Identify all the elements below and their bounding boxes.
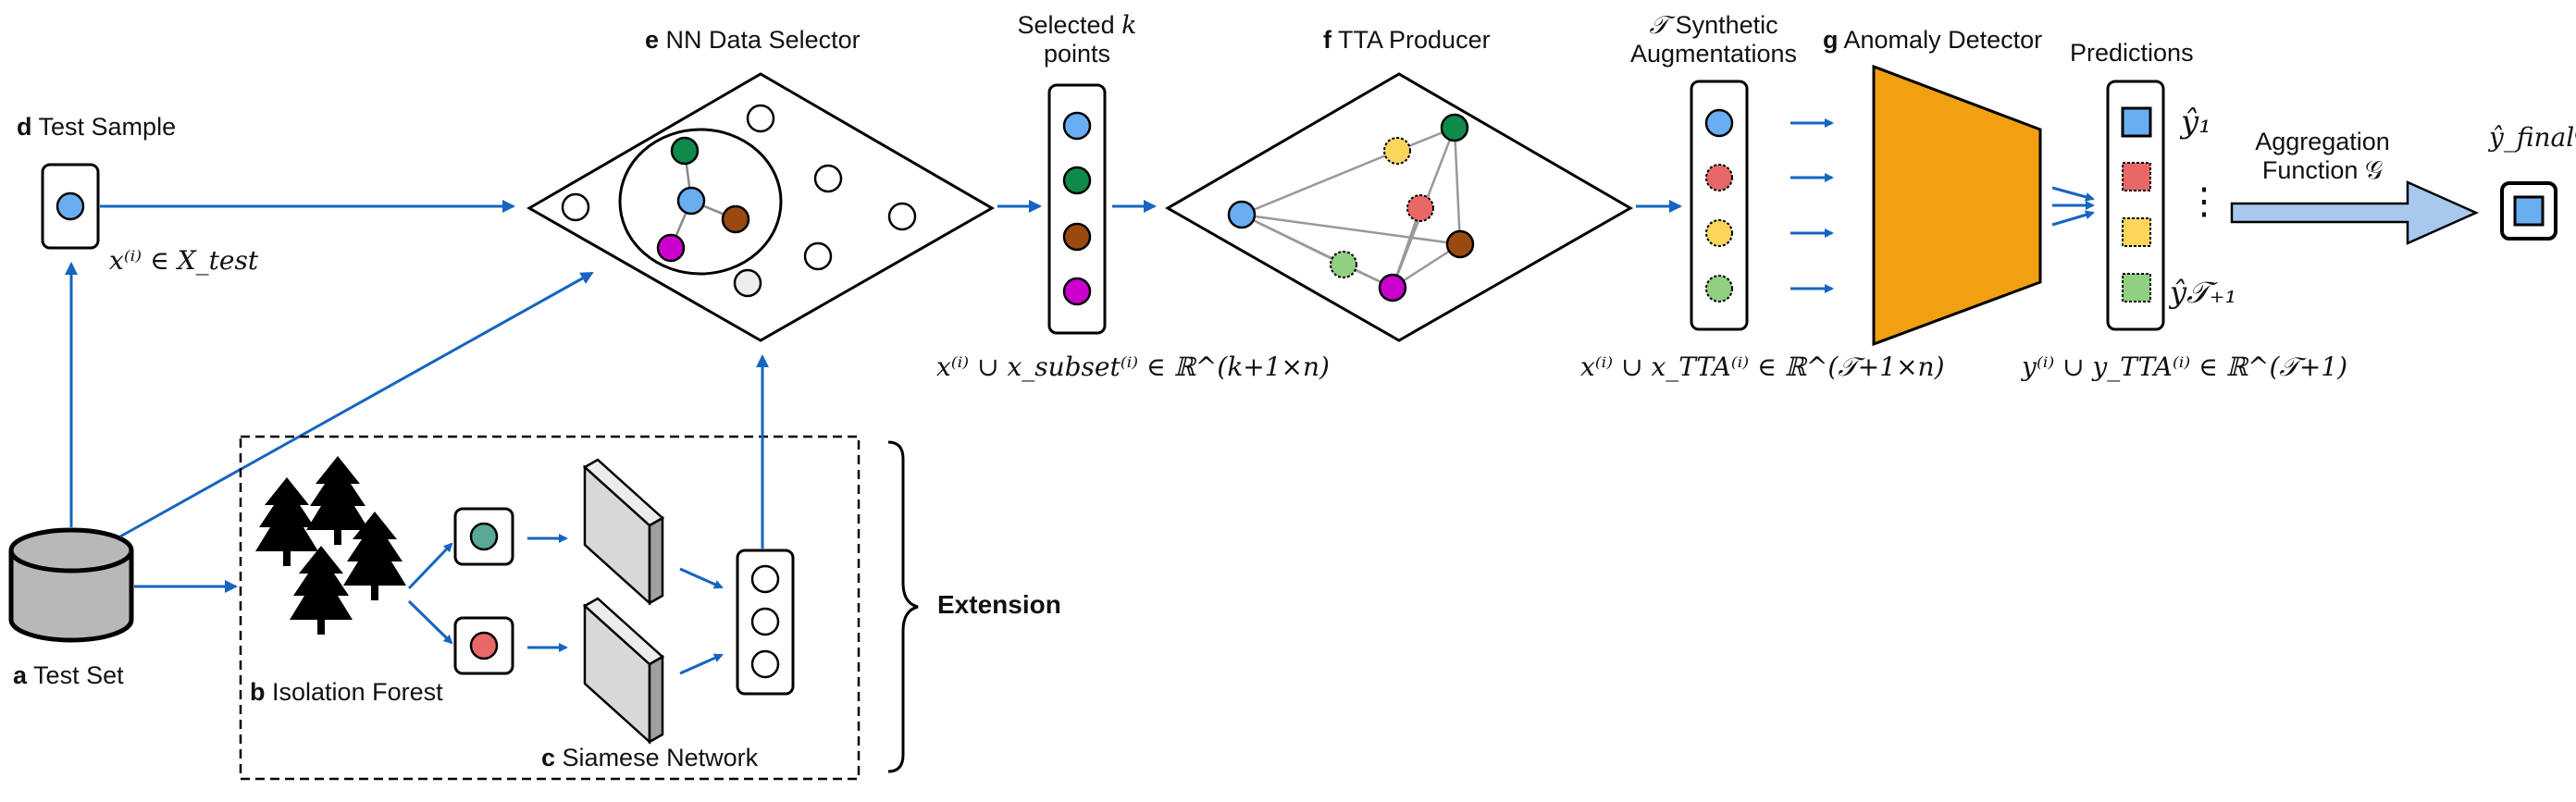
siamese-network-label: c Siamese Network xyxy=(541,744,759,771)
extension-brace xyxy=(887,440,919,773)
predictions-ellipsis: ⋮ xyxy=(2186,180,2223,223)
predictions-label: Predictions xyxy=(2070,39,2194,67)
test-sample-label: d Test Sample xyxy=(17,113,177,141)
y-hat-1: ŷ₁ xyxy=(2181,104,2211,141)
extension-box xyxy=(239,435,861,781)
siamese-layer-lower xyxy=(582,597,665,745)
nn-selector-label: e NN Data Selector xyxy=(645,26,861,54)
arrow-forest-to-lower xyxy=(407,599,453,645)
anomaly-detector-label: g Anomaly Detector xyxy=(1823,26,2043,54)
siamese-layer-upper xyxy=(582,458,665,606)
arrows-synthetic-to-detector xyxy=(1790,118,1834,293)
synthetic-augmentations-column xyxy=(1690,80,1749,331)
subset-math: x⁽ⁱ⁾ ∪ x_subset⁽ⁱ⁾ ∈ ℝ^(k+1×n) xyxy=(936,352,1330,382)
nn-selector-rhombus xyxy=(526,72,996,342)
y-final: ŷ_final⁽ⁱ⁾ xyxy=(2489,122,2576,153)
arrow-siamese-upper-to-out xyxy=(679,567,724,589)
arrow-forest-to-upper xyxy=(407,542,453,590)
predictions-column xyxy=(2106,80,2165,331)
aggregation-arrow xyxy=(2230,180,2480,245)
selected-points-column xyxy=(1047,83,1107,335)
trees-icon xyxy=(255,456,406,635)
tta-producer-label: f TTA Producer xyxy=(1323,26,1491,54)
arrow-siamese-lower-to-out xyxy=(679,653,724,675)
test-sample-math: x⁽ⁱ⁾ ∈ X_test xyxy=(109,245,259,276)
forest-output-lower xyxy=(453,616,514,675)
y-hat-T1: ŷ𝒯₊₁ xyxy=(2170,275,2237,310)
test-sample-box xyxy=(41,163,100,250)
predictions-math: y⁽ⁱ⁾ ∪ y_TTA⁽ⁱ⁾ ∈ ℝ^(𝒯+1) xyxy=(2022,352,2348,382)
test-set-label: a Test Set xyxy=(13,661,124,689)
siamese-output-column xyxy=(736,549,795,696)
arrow-testset-to-selector xyxy=(119,271,594,538)
synthetic-augmentations-label: 𝒯 Synthetic Augmentations xyxy=(1629,11,1798,68)
extension-label: Extension xyxy=(937,590,1061,619)
final-prediction-box xyxy=(2500,181,2557,241)
aggregation-label: Aggregation Function 𝒢 xyxy=(2255,128,2390,185)
test-set-database-icon xyxy=(8,527,134,643)
tta-math: x⁽ⁱ⁾ ∪ x_TTA⁽ⁱ⁾ ∈ ℝ^(𝒯+1×n) xyxy=(1580,352,1945,382)
forest-output-upper xyxy=(453,507,514,566)
tta-producer-rhombus xyxy=(1164,72,1634,342)
isolation-forest-label: b Isolation Forest xyxy=(250,678,443,706)
arrows-detector-to-predictions xyxy=(2051,186,2095,227)
selected-points-label: Selected k points xyxy=(1017,11,1137,68)
anomaly-detector-shape xyxy=(1872,64,2042,347)
